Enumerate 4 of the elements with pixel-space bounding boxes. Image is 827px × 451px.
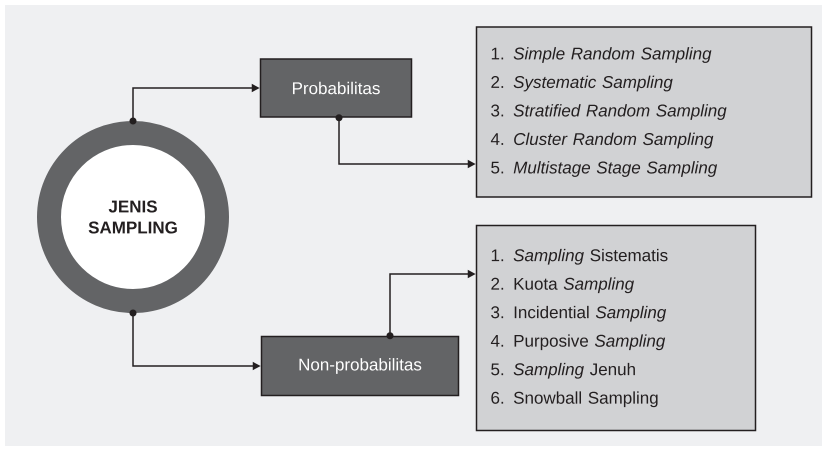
list-box: 1. Sampling Sistematis 2. Kuota Sampling 3. Incidential Sampling 4. Purposive Sampling 5. Sampling Jenuh 6. Snowball Sampling — [476, 224, 756, 432]
category-box: Non-probabilitas — [260, 336, 460, 396]
category-box: Probabilitas — [260, 58, 412, 118]
list-box: 1. Simple Random Sampling 2. Systematic Sampling 3. Stratified Random Sampling 4. Cluster Random Sampling 5. Multistage Stage Sampling — [476, 26, 812, 198]
